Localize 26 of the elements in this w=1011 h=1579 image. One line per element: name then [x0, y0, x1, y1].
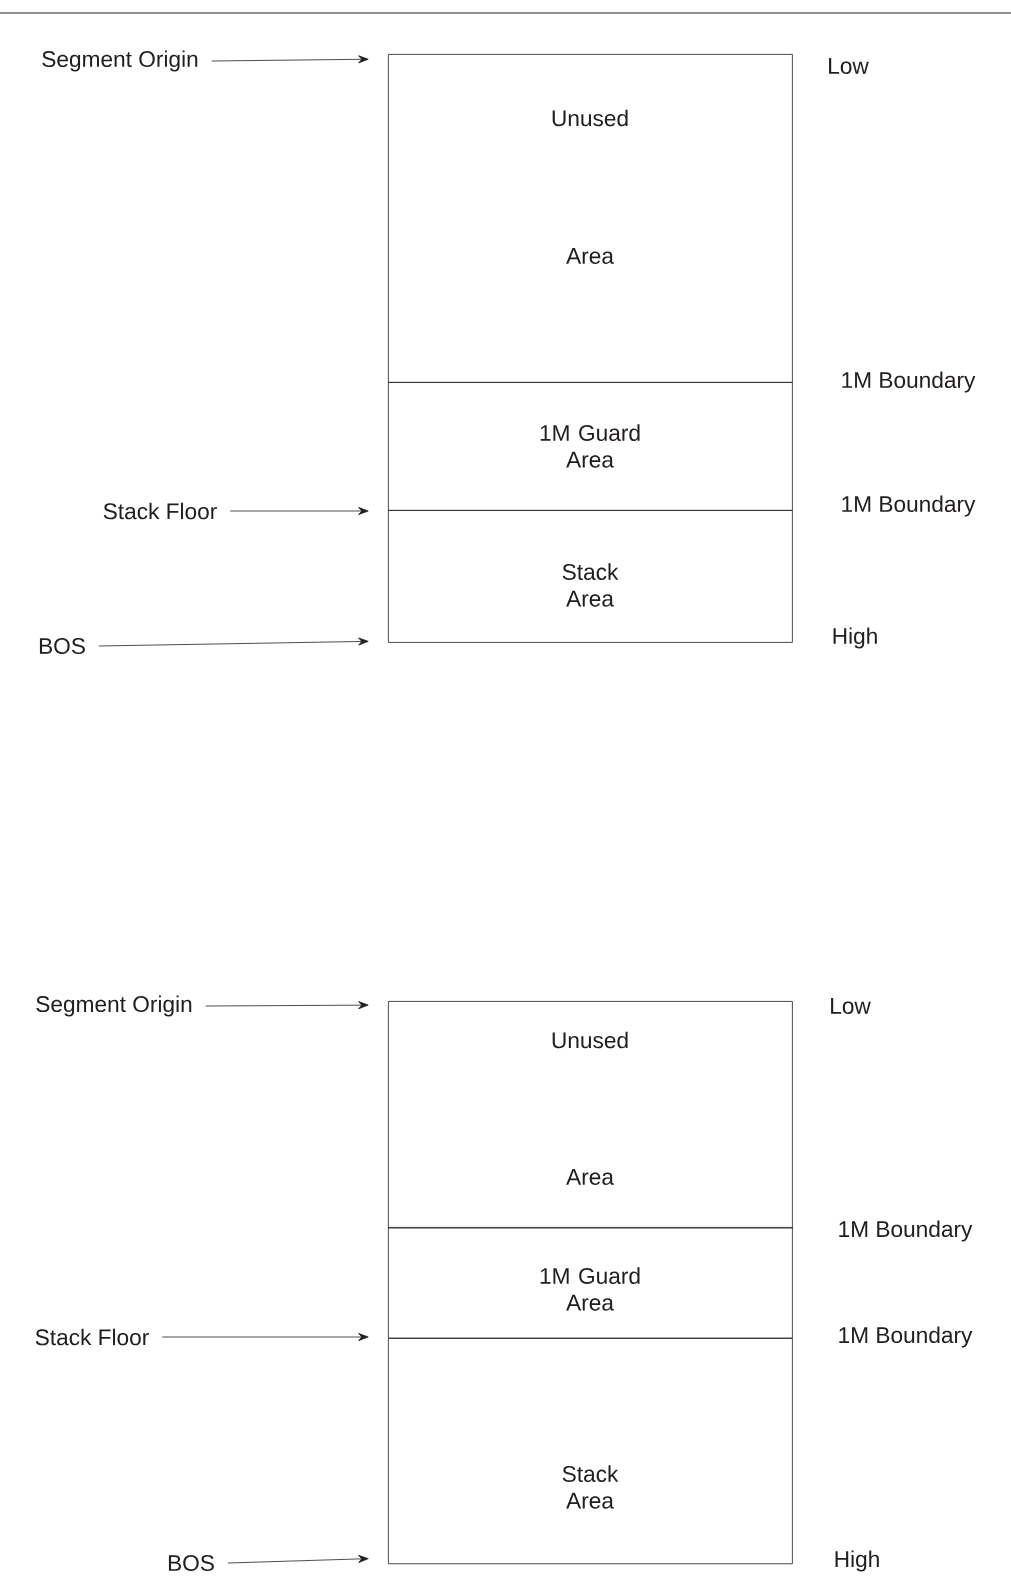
- pointer-label: Segment Origin: [36, 995, 192, 1017]
- arrow: [98, 637, 369, 647]
- pointer-label: Stack Floor: [35, 1328, 149, 1346]
- address-label: High: [833, 627, 877, 649]
- address-label: High: [835, 1550, 879, 1572]
- address-label: 1M Boundary: [842, 371, 976, 393]
- arrow: [227, 1554, 369, 1564]
- arrow: [229, 507, 369, 515]
- memory-region-box: Unused Area: [388, 1001, 793, 1229]
- pointer-label: Segment Origin: [42, 50, 198, 72]
- arrow: [205, 1001, 369, 1010]
- memory-region-box: Stack Area: [388, 1338, 793, 1565]
- pointer-label: Stack Floor: [103, 502, 217, 520]
- address-label: 1M Boundary: [839, 1220, 973, 1242]
- memory-region-box: 1M Guard Area: [388, 1227, 793, 1339]
- memory-region-box: Unused Area: [388, 54, 793, 383]
- pointer-label: BOS: [168, 1555, 214, 1572]
- address-label: Low: [829, 58, 869, 74]
- pointer-label: BOS: [39, 638, 85, 655]
- arrow: [161, 1333, 369, 1341]
- memory-region-box: 1M Guard Area: [388, 382, 793, 511]
- arrow: [211, 55, 369, 64]
- address-label: Low: [831, 998, 871, 1014]
- memory-region-box: Stack Area: [388, 510, 793, 643]
- address-label: 1M Boundary: [839, 1326, 973, 1348]
- address-label: 1M Boundary: [842, 495, 976, 517]
